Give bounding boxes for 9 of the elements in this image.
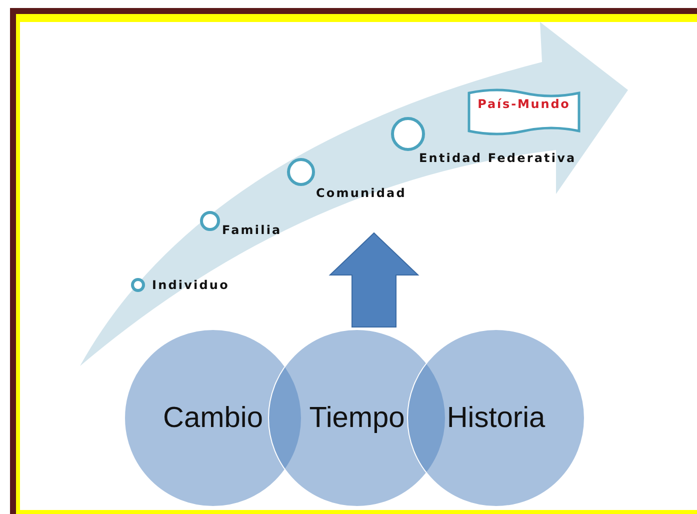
stage-circle — [131, 278, 145, 292]
circle-label: Tiempo — [309, 402, 405, 434]
stage-label: Entidad Federativa — [419, 151, 576, 165]
stage-label: Individuo — [152, 278, 230, 292]
stage-label: Comunidad — [316, 186, 406, 200]
circle-label: Cambio — [163, 402, 263, 434]
stage-label: Familia — [222, 223, 282, 237]
circle-label: Historia — [446, 402, 546, 434]
stage-label: País-Mundo — [476, 97, 572, 111]
